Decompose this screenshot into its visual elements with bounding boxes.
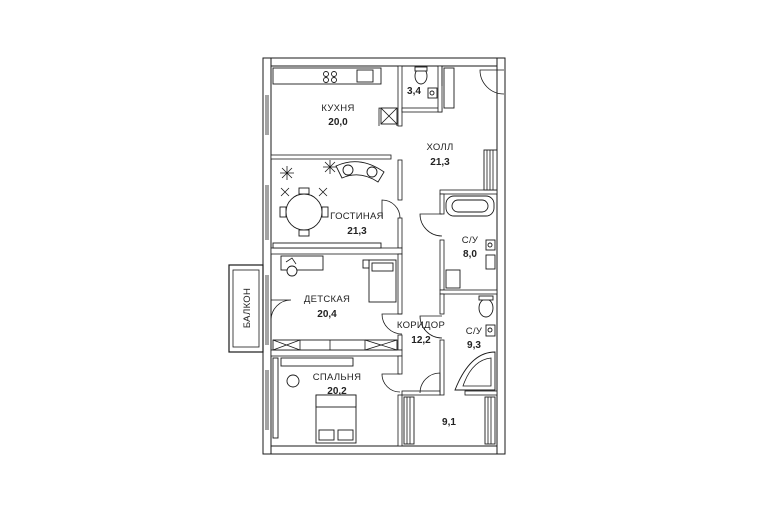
kids-name: ДЕТСКАЯ — [304, 294, 350, 305]
corridor-name: КОРИДОР — [397, 320, 445, 331]
living-room: ГОСТИНАЯ 21,3 — [272, 160, 385, 249]
outer-walls — [262, 57, 506, 455]
interior-walls — [270, 65, 504, 447]
corridor: КОРИДОР 12,2 — [397, 320, 445, 346]
hall: ХОЛЛ 21,3 — [427, 142, 498, 191]
wc-small-area: 3,4 — [407, 86, 421, 97]
bedroom-area: 20,2 — [327, 386, 347, 397]
kitchen-area: 20,0 — [328, 117, 348, 128]
bathroom-1: С/У 8,0 — [445, 195, 496, 289]
bathroom-2: С/У 9,3 — [454, 295, 496, 391]
storage-room: 9,1 — [403, 396, 496, 445]
storage-area: 9,1 — [442, 417, 456, 428]
bedroom: СПАЛЬНЯ 20,2 — [272, 357, 362, 444]
kitchen-furniture: КУХНЯ 20,0 — [272, 67, 398, 128]
balcony-label: БАЛКОН — [242, 288, 253, 328]
balcony: БАЛКОН — [228, 264, 264, 353]
wc-small: 3,4 — [407, 66, 455, 109]
bedroom-name: СПАЛЬНЯ — [313, 372, 362, 383]
living-area: 21,3 — [347, 226, 367, 237]
bath1-area: 8,0 — [463, 249, 477, 260]
bath2-area: 9,3 — [467, 340, 481, 351]
hall-area: 21,3 — [430, 157, 450, 168]
kids-area: 20,4 — [317, 309, 337, 320]
living-name: ГОСТИНАЯ — [330, 211, 384, 222]
kids-room: ДЕТСКАЯ 20,4 — [272, 255, 398, 351]
hall-name: ХОЛЛ — [427, 142, 454, 153]
corridor-area: 12,2 — [411, 335, 431, 346]
bath2-name: С/У — [466, 326, 483, 337]
doors — [270, 66, 505, 394]
kitchen-name: КУХНЯ — [321, 103, 354, 114]
bath1-name: С/У — [462, 235, 479, 246]
